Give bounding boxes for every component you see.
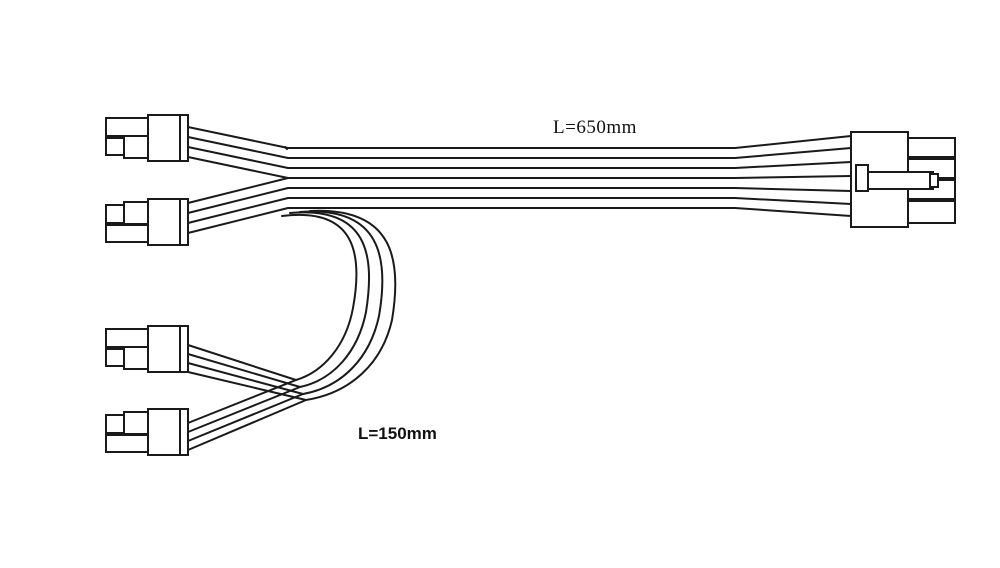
plug-connector-2 [105,198,189,246]
branch-cable-length-label: L=150mm [358,424,437,443]
junction-mark [284,146,288,150]
branch-cable-150mm [187,209,397,451]
plug-connector-1 [105,114,189,162]
plug-connector-4 [105,408,189,456]
main-cable-650mm [287,135,852,217]
plug-connector-3 [105,325,189,373]
upper-branch-wires [187,126,289,234]
main-cable-length-label: L=650mm [553,117,637,138]
main-connector [850,131,956,228]
